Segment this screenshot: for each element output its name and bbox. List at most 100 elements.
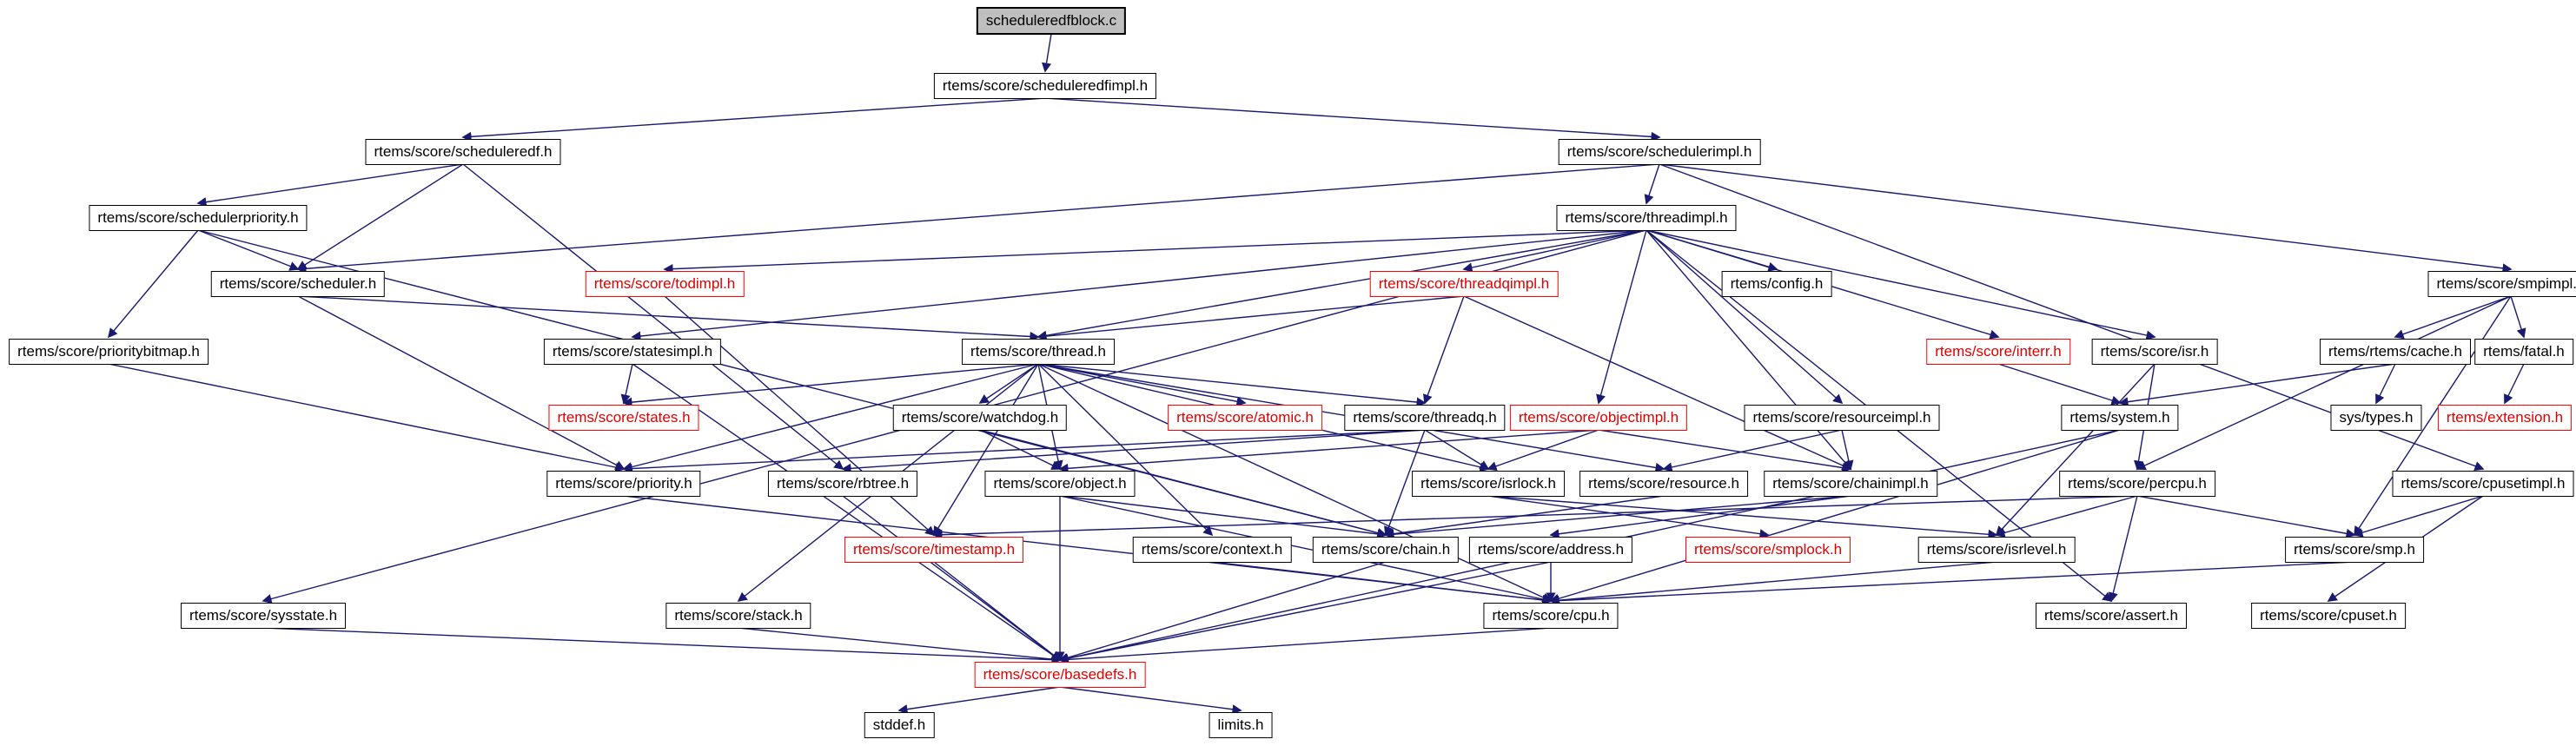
include-edge-threadimpl-to-thread — [1036, 229, 1647, 340]
graph-node-watchdog[interactable]: rtems/score/watchdog.h — [892, 405, 1068, 432]
include-edge-thread-to-cpu — [1037, 363, 1553, 603]
graph-node-resource[interactable]: rtems/score/resource.h — [1579, 471, 1748, 498]
include-edge-threadq-to-priority — [622, 429, 1426, 474]
include-edge-isrlock-to-isrlevel — [1487, 495, 1998, 539]
include-edge-thread-to-states — [622, 363, 1039, 407]
include-edge-threadqimpl-to-threadq — [1423, 295, 1465, 405]
graph-node-priority[interactable]: rtems/score/priority.h — [546, 471, 701, 498]
include-edge-threadqimpl-to-thread — [1036, 295, 1465, 341]
include-edge-cpu-to-basedefs — [1058, 627, 1552, 664]
include-edge-fatal-to-extension — [2504, 363, 2525, 405]
graph-node-scheduleredfblock_c: scheduleredfblock.c — [976, 7, 1127, 36]
include-edge-thread-to-threadq — [1037, 363, 1427, 407]
graph-node-fatal[interactable]: rtems/fatal.h — [2474, 339, 2573, 366]
include-edge-threadqimpl-to-chainimpl — [1463, 295, 1852, 471]
graph-node-extension[interactable]: rtems/extension.h — [2437, 405, 2573, 432]
include-edge-cache-to-system — [2118, 363, 2396, 407]
graph-node-rbtree[interactable]: rtems/score/rbtree.h — [767, 471, 918, 498]
include-edge-scheduleredf-to-rbtree — [462, 163, 844, 471]
include-edge-thread-to-timestamp — [933, 363, 1039, 537]
graph-node-threadq[interactable]: rtems/score/threadq.h — [1344, 405, 1506, 432]
include-edge-threadimpl-to-statesimpl — [631, 229, 1647, 341]
graph-node-cache[interactable]: rtems/rtems/cache.h — [2320, 339, 2471, 366]
include-edge-smp-to-cpu — [1549, 561, 2355, 606]
include-edge-smpimpl-to-cache — [2394, 295, 2512, 340]
graph-node-percpu[interactable]: rtems/score/percpu.h — [2059, 471, 2215, 498]
graph-node-cpusetimpl[interactable]: rtems/score/cpusetimpl.h — [2392, 471, 2574, 498]
graph-node-timestamp[interactable]: rtems/score/timestamp.h — [844, 537, 1024, 564]
graph-node-stack[interactable]: rtems/score/stack.h — [666, 603, 811, 630]
include-edge-threadimpl-to-threadqimpl — [1462, 229, 1647, 273]
include-edge-threadimpl-to-config — [1646, 229, 1778, 272]
graph-node-object[interactable]: rtems/score/object.h — [984, 471, 1136, 498]
include-edge-thread-to-atomic — [1037, 363, 1247, 406]
include-edge-schedulerimpl-to-smpimpl — [1659, 163, 2513, 274]
graph-node-system[interactable]: rtems/system.h — [2061, 405, 2179, 432]
graph-node-smpimpl[interactable]: rtems/score/smpimpl.h — [2427, 271, 2576, 298]
include-edge-smpimpl-to-percpu — [2136, 295, 2512, 471]
graph-node-address[interactable]: rtems/score/address.h — [1468, 537, 1633, 564]
graph-node-config[interactable]: rtems/config.h — [1721, 271, 1832, 298]
include-edge-prioritybitmap-to-priority — [108, 363, 626, 472]
graph-node-basedefs[interactable]: rtems/score/basedefs.h — [974, 662, 1146, 689]
include-edge-threadimpl-to-isr — [1646, 229, 2156, 340]
graph-node-chainimpl[interactable]: rtems/score/chainimpl.h — [1764, 471, 1937, 498]
include-edge-isrlock-to-smplock — [1487, 495, 1770, 539]
graph-node-statesimpl[interactable]: rtems/score/statesimpl.h — [543, 339, 722, 366]
graph-node-cpuset[interactable]: rtems/score/cpuset.h — [2251, 603, 2406, 630]
graph-node-isrlevel[interactable]: rtems/score/isrlevel.h — [1917, 537, 2076, 564]
include-edge-threadq-to-chain — [1384, 429, 1426, 537]
include-edge-statesimpl-to-states — [620, 363, 633, 405]
include-edge-percpu-to-assert — [2108, 495, 2138, 603]
include-edge-object-to-cpu — [1059, 495, 1553, 604]
include-edge-threadq-to-rbtree — [841, 429, 1426, 473]
graph-node-interr[interactable]: rtems/score/interr.h — [1926, 339, 2070, 366]
graph-node-smp[interactable]: rtems/score/smp.h — [2285, 537, 2424, 564]
include-edge-smpimpl-to-fatal — [2510, 295, 2526, 339]
graph-node-systypes[interactable]: sys/types.h — [2330, 405, 2422, 432]
include-edge-context-to-cpu — [1211, 561, 1553, 605]
include-edge-isrlevel-to-cpu — [1549, 561, 1997, 605]
graph-node-context[interactable]: rtems/score/context.h — [1132, 537, 1292, 564]
include-edge-object-to-chain — [1059, 495, 1387, 539]
include-edge-cpusetimpl-to-smp — [2353, 495, 2484, 538]
graph-node-cpu[interactable]: rtems/score/cpu.h — [1483, 603, 1619, 630]
include-edge-chainimpl-to-chain — [1384, 495, 1851, 539]
graph-node-objectimpl[interactable]: rtems/score/objectimpl.h — [1509, 405, 1688, 432]
graph-node-sysstate[interactable]: rtems/score/sysstate.h — [180, 603, 347, 630]
graph-node-threadqimpl[interactable]: rtems/score/threadqimpl.h — [1369, 271, 1559, 298]
include-edge-resourceimpl-to-chainimpl — [1841, 429, 1854, 471]
graph-node-atomic[interactable]: rtems/score/atomic.h — [1168, 405, 1322, 432]
graph-node-resourceimpl[interactable]: rtems/score/resourceimpl.h — [1744, 405, 1940, 432]
graph-node-thread[interactable]: rtems/score/thread.h — [962, 339, 1115, 366]
graph-node-scheduler[interactable]: rtems/score/scheduler.h — [210, 271, 386, 298]
graph-node-chain[interactable]: rtems/score/chain.h — [1312, 537, 1460, 564]
graph-node-assert[interactable]: rtems/score/assert.h — [2036, 603, 2187, 630]
graph-node-prioritybitmap[interactable]: rtems/score/prioritybitmap.h — [9, 339, 209, 366]
graph-node-isrlock[interactable]: rtems/score/isrlock.h — [1412, 471, 1565, 498]
graph-node-states[interactable]: rtems/score/states.h — [548, 405, 699, 432]
include-edge-interr-to-system — [1997, 363, 2122, 406]
graph-node-limits[interactable]: limits.h — [1209, 712, 1273, 739]
include-edge-statesimpl-to-basedefs — [632, 363, 1062, 661]
graph-node-todimpl[interactable]: rtems/score/todimpl.h — [585, 271, 745, 298]
include-edge-scheduleredf-to-scheduler — [296, 163, 464, 270]
include-edge-percpu-to-timestamp — [932, 495, 2138, 540]
include-edge-schedulerimpl-to-threadimpl — [1644, 163, 1660, 205]
include-edge-objectimpl-to-chainimpl — [1598, 429, 1852, 473]
graph-node-schedulerpriority[interactable]: rtems/score/schedulerpriority.h — [89, 205, 308, 232]
graph-node-threadimpl[interactable]: rtems/score/threadimpl.h — [1556, 205, 1737, 232]
graph-node-schedulerimpl[interactable]: rtems/score/schedulerimpl.h — [1558, 139, 1761, 166]
include-edge-timestamp-to-basedefs — [933, 561, 1062, 662]
include-edge-schedulerpriority-to-scheduler — [197, 229, 300, 271]
include-edge-chainimpl-to-address — [1549, 495, 1851, 539]
include-edge-scheduleredfimpl-to-schedulerimpl — [1044, 97, 1661, 142]
graph-node-scheduleredf[interactable]: rtems/score/scheduleredf.h — [365, 139, 561, 166]
include-edge-basedefs-to-limits — [1059, 686, 1242, 715]
graph-node-smplock[interactable]: rtems/score/smplock.h — [1685, 537, 1851, 564]
graph-node-stddef[interactable]: stddef.h — [864, 712, 935, 739]
include-edge-resourceimpl-to-resource — [1662, 429, 1843, 472]
graph-node-isr[interactable]: rtems/score/isr.h — [2091, 339, 2218, 366]
graph-node-scheduleredfimpl[interactable]: rtems/score/scheduleredfimpl.h — [933, 73, 1157, 100]
